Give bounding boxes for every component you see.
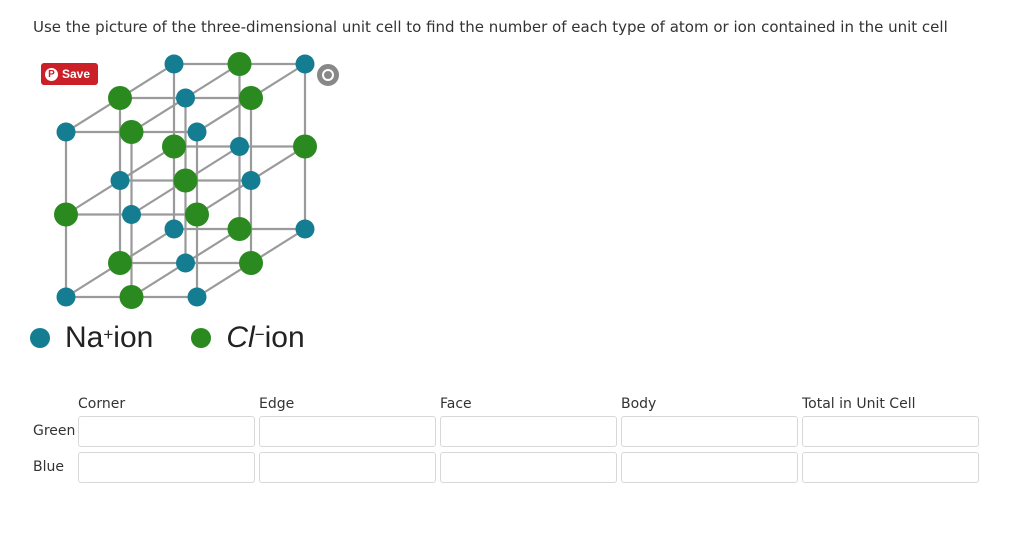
blue-edge-input[interactable] <box>259 452 436 483</box>
na-ion <box>295 219 315 239</box>
green-total-input[interactable] <box>802 416 979 447</box>
na-legend-symbol: Na <box>65 321 104 354</box>
cl-legend-dot <box>191 328 212 348</box>
cl-ion <box>239 251 263 275</box>
row-label-blue: Blue <box>33 459 64 475</box>
cl-ion <box>162 134 186 159</box>
na-ion <box>187 122 207 142</box>
na-ion <box>295 54 315 74</box>
green-corner-input[interactable] <box>78 416 255 447</box>
column-header-corner: Corner <box>78 396 126 412</box>
blue-total-input[interactable] <box>802 452 979 483</box>
na-legend-suffix: ion <box>113 321 154 354</box>
cl-ion <box>227 217 252 241</box>
cl-legend-symbol: Cl <box>226 321 255 354</box>
blue-face-input[interactable] <box>440 452 617 483</box>
na-ion <box>122 205 141 224</box>
column-header-face: Face <box>440 396 472 412</box>
zoom-icon[interactable] <box>315 62 341 88</box>
save-label: Save <box>62 67 91 81</box>
cl-ion <box>108 251 132 275</box>
legend: Na+ ion Cl− ion <box>30 318 305 358</box>
na-ion <box>56 122 76 142</box>
question-text: Use the picture of the three-dimensional… <box>33 18 948 36</box>
na-ion <box>230 137 249 156</box>
cl-legend-suffix: ion <box>264 321 305 354</box>
cl-ion <box>119 285 144 309</box>
cl-ion <box>293 134 317 159</box>
blue-corner-input[interactable] <box>78 452 255 483</box>
column-header-edge: Edge <box>259 396 295 412</box>
green-body-input[interactable] <box>621 416 798 447</box>
pinterest-save-button[interactable]: P Save <box>41 63 98 85</box>
na-ion <box>241 171 261 190</box>
cl-ion <box>173 168 198 193</box>
cl-ion <box>108 86 132 110</box>
blue-body-input[interactable] <box>621 452 798 483</box>
cl-ion <box>119 120 144 144</box>
green-face-input[interactable] <box>440 416 617 447</box>
na-ion <box>110 171 130 190</box>
cl-ion <box>239 86 263 110</box>
unit-cell-diagram <box>54 52 317 309</box>
column-header-body: Body <box>621 396 657 412</box>
cl-ion <box>185 202 209 227</box>
na-ion <box>176 253 195 273</box>
na-ion <box>164 54 184 74</box>
pinterest-icon: P <box>45 67 58 81</box>
column-header-total: Total in Unit Cell <box>802 396 916 412</box>
na-ion <box>164 219 184 239</box>
na-legend-charge: + <box>103 325 114 344</box>
na-ion <box>187 287 207 307</box>
cl-legend-charge: − <box>254 325 265 344</box>
green-edge-input[interactable] <box>259 416 436 447</box>
na-ion <box>176 88 195 108</box>
cl-ion <box>54 202 78 227</box>
cl-ion <box>227 52 252 76</box>
row-label-green: Green <box>33 423 76 439</box>
na-ion <box>56 287 76 307</box>
na-legend-dot <box>30 328 50 348</box>
